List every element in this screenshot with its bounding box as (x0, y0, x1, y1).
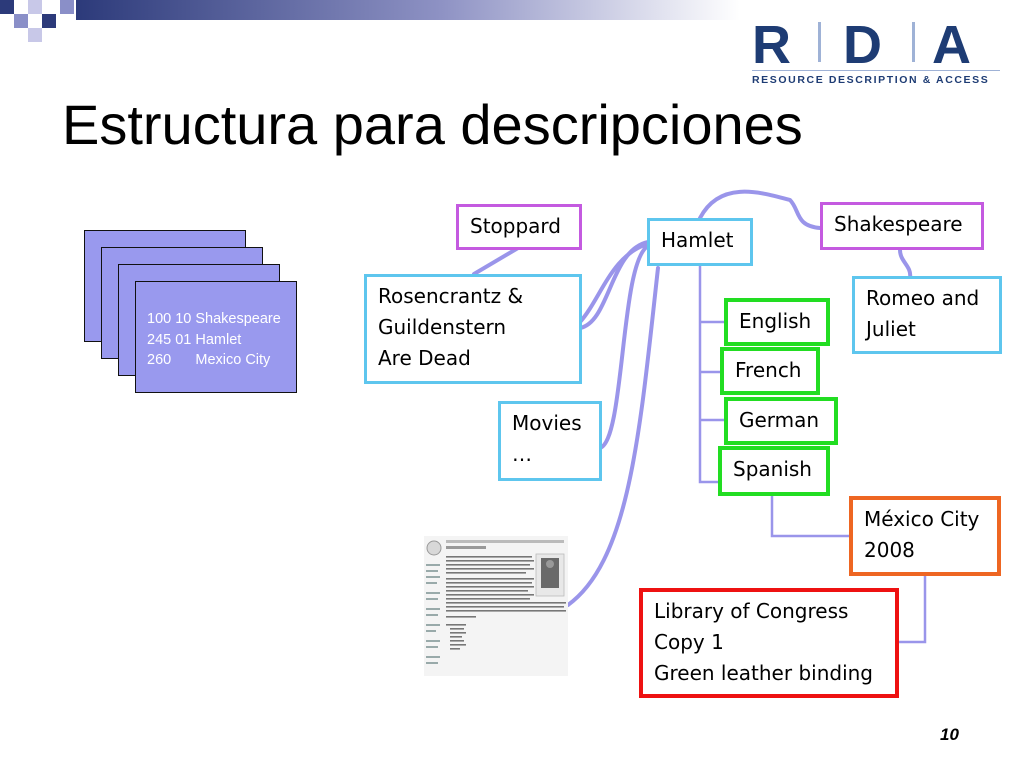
logo-letter-a: A (932, 15, 971, 75)
node-mexico-city: México City 2008 (849, 496, 1001, 576)
logo-letter-r: R (752, 15, 791, 75)
node-german: German (724, 397, 838, 445)
logo-letter-d: D (843, 15, 882, 75)
node-rosencrantz: Rosencrantz & Guildenstern Are Dead (364, 274, 582, 384)
wikipedia-thumbnail-icon (424, 536, 568, 676)
logo-divider (912, 22, 915, 62)
header-decoration (0, 0, 740, 42)
node-movies: Movies … (498, 401, 602, 481)
node-hamlet: Hamlet (647, 218, 753, 266)
record-card-text: 100 10 Shakespeare 245 01 Hamlet 260 Mex… (147, 311, 281, 368)
node-spanish: Spanish (718, 446, 830, 496)
page-number: 10 (940, 725, 959, 744)
node-stoppard: Stoppard (456, 204, 582, 250)
slide-title: Estructura para descripciones (62, 93, 803, 156)
node-shakespeare: Shakespeare (820, 202, 984, 250)
node-library-of-congress: Library of Congress Copy 1 Green leather… (639, 588, 899, 698)
node-english: English (724, 298, 830, 346)
logo-rule (752, 70, 1000, 71)
logo-subtitle: RESOURCE DESCRIPTION & ACCESS (752, 74, 990, 86)
node-french: French (720, 347, 820, 395)
wikipedia-page-thumbnail (424, 536, 568, 676)
logo-divider (818, 22, 821, 62)
record-card-front (135, 281, 297, 393)
node-romeo-juliet: Romeo and Juliet (852, 276, 1002, 354)
